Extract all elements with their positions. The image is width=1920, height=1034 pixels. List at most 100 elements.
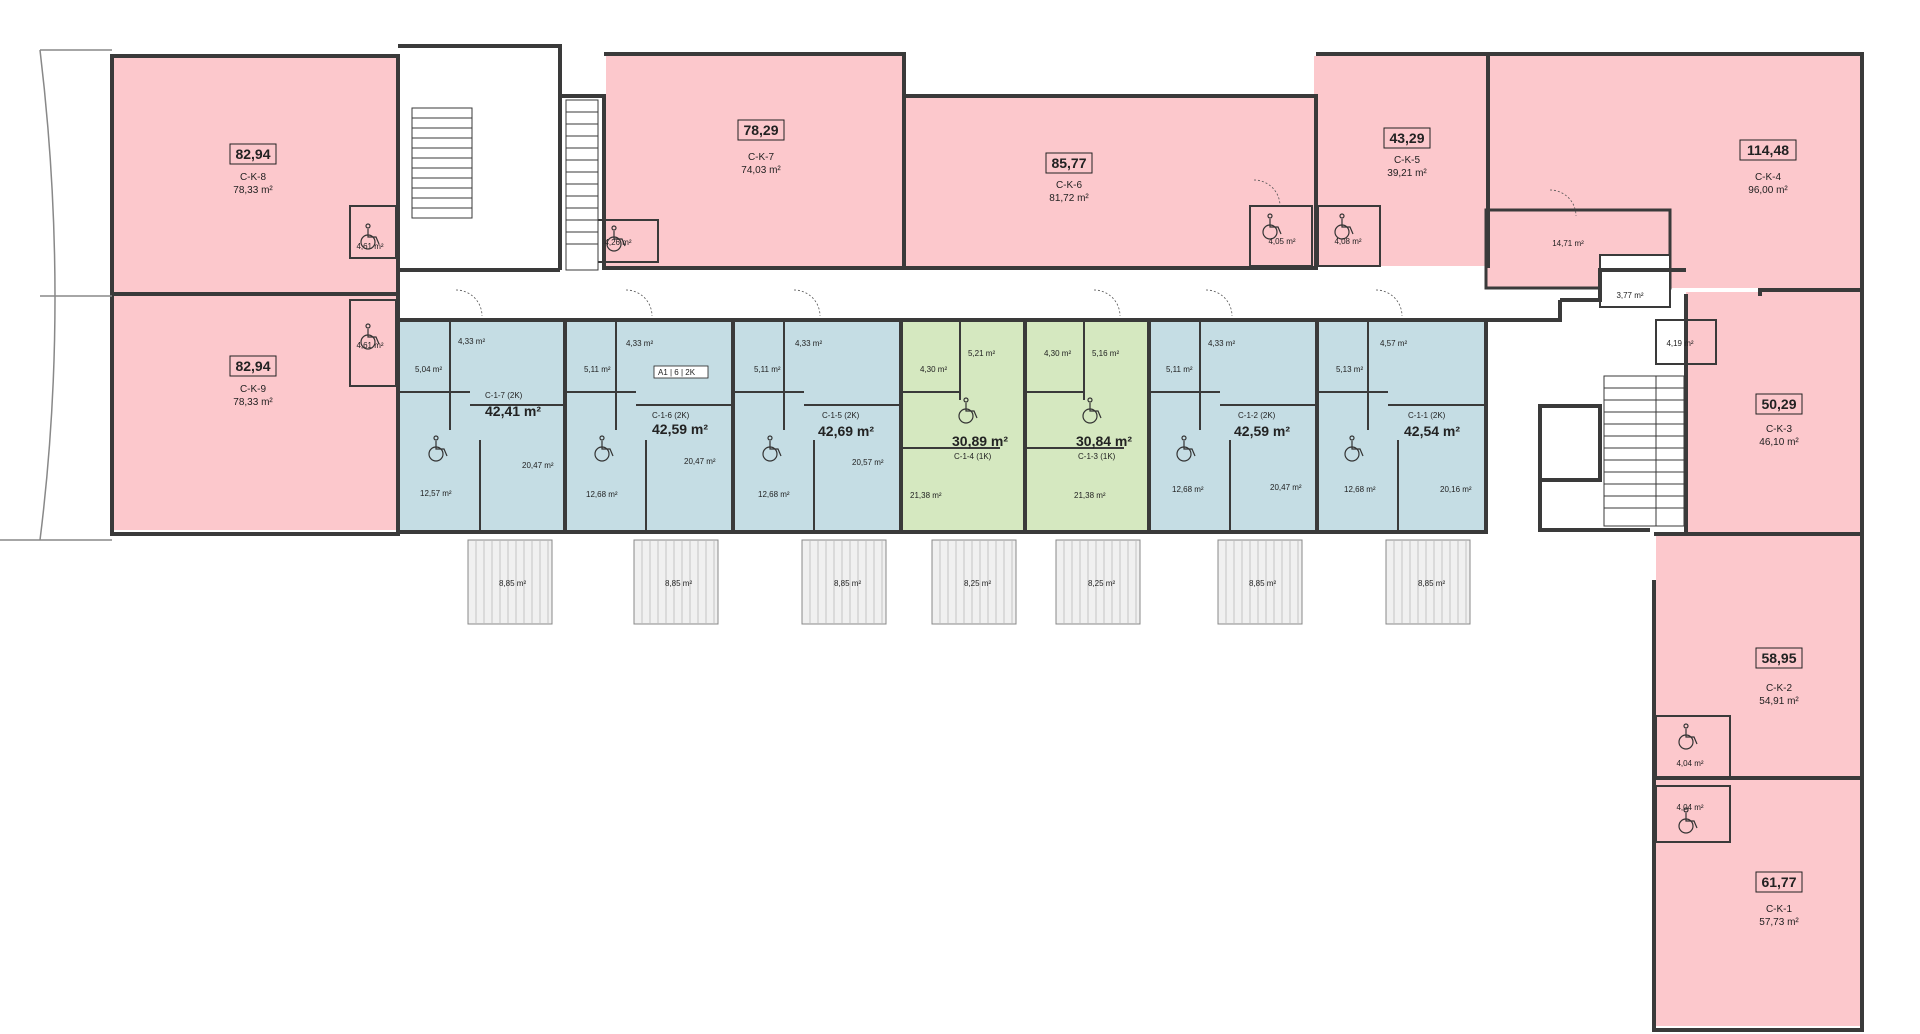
c12-bath: 5,11 m² bbox=[1166, 365, 1193, 374]
commercial-labels: 82,94 C-K-8 78,33 m² 4,61 m² 82,94 C-K-9… bbox=[229, 119, 1803, 928]
terrace-c17 bbox=[467, 539, 553, 625]
c16-id: C-1-6 (2K) bbox=[652, 411, 690, 420]
c14-terrace: 8,25 m² bbox=[964, 579, 991, 588]
c16-living: 20,47 m² bbox=[684, 457, 716, 466]
ck5-area: 39,21 m² bbox=[1387, 168, 1427, 179]
ck6-id: C-K-6 bbox=[1056, 180, 1083, 191]
c16-bath: 5,11 m² bbox=[584, 365, 611, 374]
c15-total: 42,69 m² bbox=[818, 423, 874, 439]
ck7-wc: 4,26 m² bbox=[604, 238, 631, 247]
apartments bbox=[400, 322, 1484, 530]
canopy bbox=[0, 49, 112, 541]
terrace-c16 bbox=[633, 539, 719, 625]
ck1-id: C-K-1 bbox=[1766, 904, 1793, 915]
ck3-id: C-K-3 bbox=[1766, 424, 1793, 435]
c14-bath: 5,21 m² bbox=[968, 349, 995, 358]
ck9-total: 82,94 bbox=[235, 358, 270, 374]
ck5-total: 43,29 bbox=[1389, 130, 1424, 146]
apartment-partitions bbox=[400, 322, 1484, 532]
c17-terrace: 8,85 m² bbox=[499, 579, 526, 588]
terrace-c15 bbox=[801, 539, 887, 625]
c15-terrace: 8,85 m² bbox=[834, 579, 861, 588]
ck2-total: 58,95 bbox=[1761, 650, 1796, 666]
c12-terrace: 8,85 m² bbox=[1249, 579, 1276, 588]
ck5-id: C-K-5 bbox=[1394, 155, 1421, 166]
walls bbox=[110, 44, 1864, 1032]
terrace-c12 bbox=[1217, 539, 1303, 625]
ck8-id: C-K-8 bbox=[240, 172, 267, 183]
c17-bath: 5,04 m² bbox=[415, 365, 442, 374]
c12-total: 42,59 m² bbox=[1234, 423, 1290, 439]
unit-ck5[interactable] bbox=[1314, 56, 1486, 266]
terrace-c11 bbox=[1385, 539, 1471, 625]
door-swings bbox=[455, 179, 1577, 317]
c13-bath: 5,16 m² bbox=[1092, 349, 1119, 358]
ck1-total: 61,77 bbox=[1761, 874, 1796, 890]
wheelchair-icon bbox=[360, 323, 380, 350]
ck9-id: C-K-9 bbox=[240, 384, 267, 395]
ck9-wc: 4,61 m² bbox=[356, 341, 383, 350]
ck3-area: 46,10 m² bbox=[1759, 437, 1799, 448]
c15-id: C-1-5 (2K) bbox=[822, 411, 860, 420]
c11-total: 42,54 m² bbox=[1404, 423, 1460, 439]
ck3-total: 50,29 bbox=[1761, 396, 1796, 412]
ck5-wc: 4,08 m² bbox=[1334, 237, 1361, 246]
c16-badge: A1 | 6 | 2K bbox=[658, 368, 696, 377]
wheelchair-icon bbox=[1176, 435, 1196, 462]
c11-living: 20,16 m² bbox=[1440, 485, 1472, 494]
ck9-area: 78,33 m² bbox=[233, 397, 273, 408]
ck6-wc: 4,05 m² bbox=[1268, 237, 1295, 246]
wheelchair-icon bbox=[594, 435, 614, 462]
c13-living: 21,38 m² bbox=[1074, 491, 1106, 500]
c17-bed: 12,57 m² bbox=[420, 489, 452, 498]
ck8-total: 82,94 bbox=[235, 146, 270, 162]
apt-c12[interactable] bbox=[1150, 322, 1316, 530]
c15-bath: 5,11 m² bbox=[754, 365, 781, 374]
unit-ck2[interactable] bbox=[1656, 536, 1860, 776]
ck1-wc: 4,04 m² bbox=[1676, 803, 1703, 812]
ck6-area: 81,72 m² bbox=[1049, 193, 1089, 204]
c11-terrace: 8,85 m² bbox=[1418, 579, 1445, 588]
c17-living: 20,47 m² bbox=[522, 461, 554, 470]
c12-living: 20,47 m² bbox=[1270, 483, 1302, 492]
c12-id: C-1-2 (2K) bbox=[1238, 411, 1276, 420]
commercial-wcs bbox=[349, 205, 1731, 843]
apt-c15[interactable] bbox=[734, 322, 900, 530]
c14-living: 21,38 m² bbox=[910, 491, 942, 500]
unit-ck9[interactable] bbox=[114, 296, 398, 530]
apt-c13[interactable] bbox=[1026, 322, 1148, 530]
apartment-labels: C-1-7 (2K) 42,41 m² 5,04 m² 4,33 m² 20,4… bbox=[415, 337, 1472, 588]
terrace-c13 bbox=[1055, 539, 1141, 625]
c17-total: 42,41 m² bbox=[485, 403, 541, 419]
wheelchair-icon bbox=[360, 223, 380, 250]
wheelchair-icon bbox=[1678, 723, 1698, 750]
ck7-total: 78,29 bbox=[743, 122, 778, 138]
ck6-total: 85,77 bbox=[1051, 155, 1086, 171]
c12-bed: 12,68 m² bbox=[1172, 485, 1204, 494]
c12-hall: 4,33 m² bbox=[1208, 339, 1235, 348]
c15-hall: 4,33 m² bbox=[795, 339, 822, 348]
ck7-id: C-K-7 bbox=[748, 152, 775, 163]
ck4-room: 14,71 m² bbox=[1552, 239, 1584, 248]
apt-c17[interactable] bbox=[400, 322, 564, 530]
wheelchair-icon bbox=[958, 397, 978, 424]
wheelchair-icon bbox=[1262, 213, 1282, 240]
apt-c16[interactable] bbox=[566, 322, 732, 530]
wheelchair-icon bbox=[1344, 435, 1364, 462]
ck4-area: 96,00 m² bbox=[1748, 185, 1788, 196]
ck3-wc: 4,19 m² bbox=[1666, 339, 1693, 348]
ck2-id: C-K-2 bbox=[1766, 683, 1793, 694]
unit-ck7[interactable] bbox=[606, 56, 904, 266]
c14-total: 30,89 m² bbox=[952, 433, 1008, 449]
c13-hall: 4,30 m² bbox=[1044, 349, 1071, 358]
apt-c14[interactable] bbox=[902, 322, 1024, 530]
wheelchair-icon bbox=[1678, 807, 1698, 834]
unit-ck3[interactable] bbox=[1686, 292, 1860, 532]
c11-id: C-1-1 (2K) bbox=[1408, 411, 1446, 420]
unit-ck6[interactable] bbox=[904, 98, 1314, 266]
c13-id: C-1-3 (1K) bbox=[1078, 452, 1116, 461]
apt-c11[interactable] bbox=[1318, 322, 1484, 530]
c14-id: C-1-4 (1K) bbox=[954, 452, 992, 461]
stairs bbox=[411, 99, 1685, 527]
